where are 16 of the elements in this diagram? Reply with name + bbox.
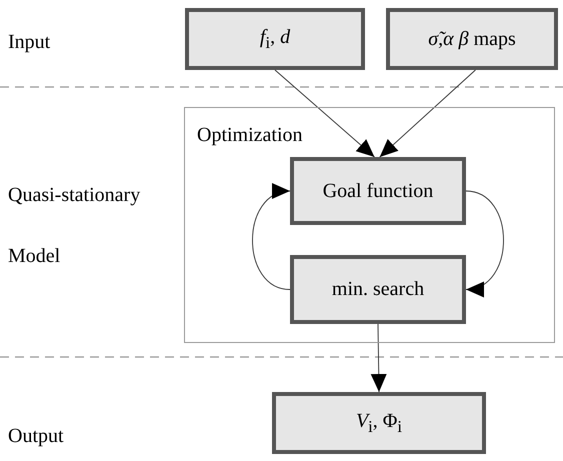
group-frame (184, 107, 555, 343)
arrow (466, 190, 504, 294)
arrow (379, 70, 476, 158)
stage-label: Input (8, 31, 50, 54)
stage-label: Quasi-stationary (8, 184, 140, 207)
process-box: Goal function (290, 157, 466, 225)
stage-label: Output (8, 425, 64, 448)
process-box: min. search (290, 255, 466, 324)
process-box: f$_{i}$, d (185, 8, 365, 70)
process-box: σ̃,α β maps (386, 8, 558, 70)
arrow (370, 324, 387, 392)
arrow (252, 186, 290, 290)
group-title: Optimization (197, 124, 303, 147)
stage-label: Model (8, 245, 60, 268)
process-box: V$_{i}$, Φ$_{i}$ (272, 392, 486, 454)
arrow (274, 70, 375, 158)
